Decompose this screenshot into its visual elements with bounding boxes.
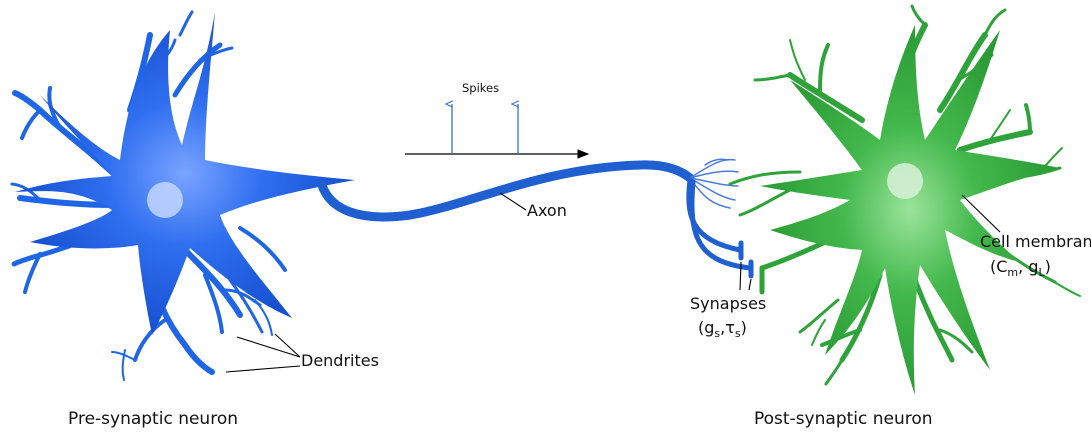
axon: [317, 160, 695, 222]
synapses-label: Synapses: [690, 294, 766, 313]
axon-terminals: [686, 158, 754, 279]
post-nucleus: [887, 163, 923, 199]
dendrites-label: Dendrites: [301, 351, 379, 370]
pre-soma: [15, 12, 355, 335]
synapse-params: (gs,τs): [698, 318, 747, 340]
spikes-label: Spikes: [462, 81, 499, 95]
axon-leader: [499, 192, 527, 211]
pre-nucleus: [147, 182, 183, 218]
pre-synaptic-neuron: [10, 10, 355, 381]
post-synaptic-neuron: [728, 4, 1081, 395]
membrane-leader: [961, 194, 1001, 233]
leader-lines: [225, 192, 1001, 373]
synapse-leader-2: [748, 278, 752, 291]
pre-neuron-caption: Pre-synaptic neuron: [68, 409, 238, 429]
dendrite-leader-3: [225, 365, 301, 373]
cell-membrane-label: Cell membrane: [980, 232, 1091, 251]
axon-label: Axon: [527, 201, 567, 220]
spike-train: Spikes: [405, 81, 590, 159]
synapse-leader-1: [739, 261, 742, 291]
post-neuron-caption: Post-synaptic neuron: [754, 409, 933, 429]
dendrite-leader-1: [236, 336, 301, 358]
membrane-params: (Cm, gL): [990, 257, 1051, 279]
dendrite-leader-2: [274, 333, 301, 358]
post-soma: [760, 25, 1060, 395]
